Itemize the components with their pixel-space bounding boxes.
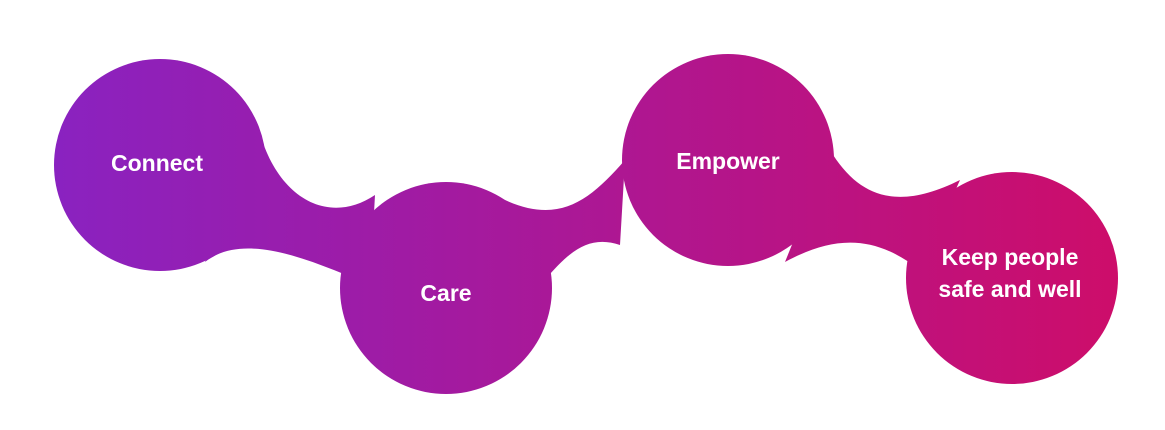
connector-2 (505, 160, 625, 280)
step-label-line: Empower (676, 148, 780, 174)
step-label-line: Care (420, 280, 472, 306)
bubble-connect (54, 59, 266, 271)
step-label-line: Keep people (941, 244, 1079, 270)
connector-3 (785, 150, 960, 270)
step-label-care: Care (366, 277, 526, 309)
connector-1 (205, 140, 375, 285)
step-label-keep-safe: Keep people safe and well (910, 241, 1110, 305)
step-label-connect: Connect (77, 147, 237, 179)
bubble-care (340, 182, 552, 394)
step-label-line: safe and well (938, 276, 1082, 302)
step-label-line: Connect (111, 150, 203, 176)
bubble-empower (622, 54, 834, 266)
bubble-keep-safe (906, 172, 1118, 384)
step-label-empower: Empower (648, 145, 808, 177)
